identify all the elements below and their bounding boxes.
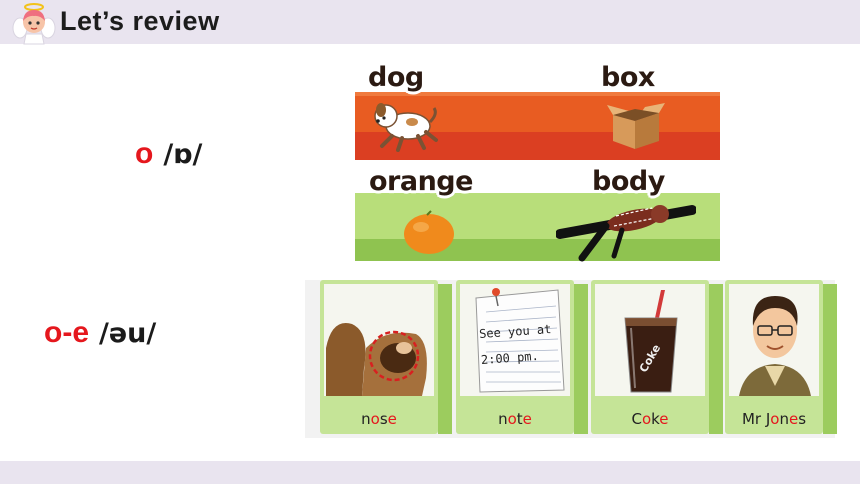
rule-letter: o-e xyxy=(44,316,89,349)
footer-bar xyxy=(0,461,860,484)
card-caption: nose xyxy=(361,410,397,428)
angel-mascot-icon xyxy=(12,3,56,45)
word-dog: dog xyxy=(368,62,424,93)
note-paper-icon xyxy=(475,288,565,393)
rule-phoneme: /əu/ xyxy=(99,318,157,349)
rule-phoneme: /ɒ/ xyxy=(163,139,203,170)
word-box: box xyxy=(601,62,655,93)
box-icon xyxy=(607,103,665,149)
orange-icon xyxy=(404,210,454,254)
note-text: See you at 2:00 pm. xyxy=(478,322,552,367)
page-title: Let’s review xyxy=(60,6,220,36)
coke-glass-icon xyxy=(624,290,678,393)
rule-long-o: o-e/əu/ xyxy=(44,316,156,350)
word-body: body xyxy=(592,166,665,197)
card-caption: Mr Jones xyxy=(741,410,807,428)
mr-jones-portrait-icon xyxy=(739,296,811,396)
dog-icon xyxy=(374,103,438,152)
rule-short-o: o/ɒ/ xyxy=(135,137,202,171)
nose-dog-icon xyxy=(326,323,427,396)
rule-letter: o xyxy=(135,137,154,170)
card-caption: Coke xyxy=(631,410,669,428)
word-orange: orange xyxy=(369,166,473,197)
header-bar: Let’s review xyxy=(0,0,860,45)
card-caption: note xyxy=(498,410,532,428)
body-skeleton-icon xyxy=(556,205,696,262)
